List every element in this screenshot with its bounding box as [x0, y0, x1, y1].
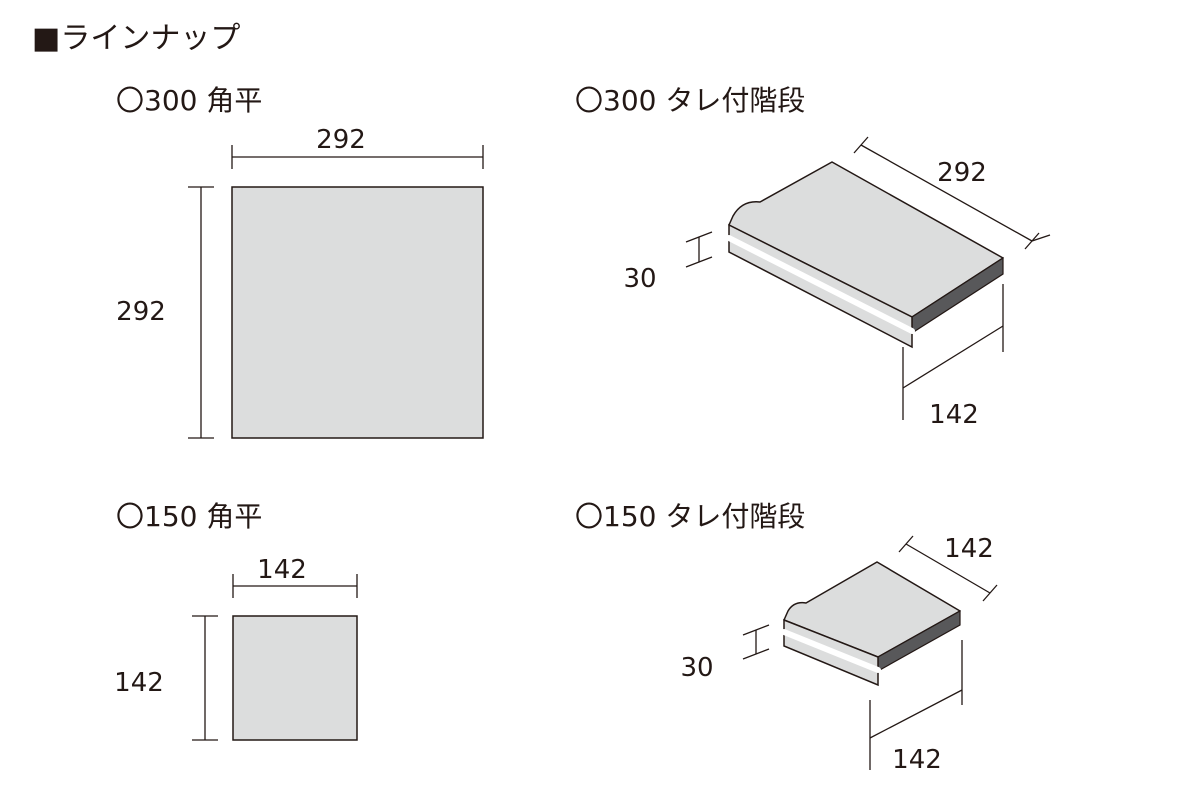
title-150-step: 〇150 タレ付階段 — [575, 500, 806, 533]
dim-300-step-length: 292 — [937, 158, 987, 188]
dim-150-step-length: 142 — [944, 534, 994, 564]
tile-150-step: 142 30 142 — [680, 534, 998, 775]
dim-300-flat-height: 292 — [116, 297, 166, 327]
tile-150-flat: 142 142 — [114, 555, 358, 741]
title-300-step: 〇300 タレ付階段 — [575, 84, 806, 117]
dim-150-flat-height: 142 — [114, 668, 164, 698]
dim-300-step-depth: 142 — [929, 400, 979, 430]
dim-150-step-thickness: 30 — [680, 653, 713, 683]
tile-300-flat: 292 292 — [116, 125, 484, 439]
tile-150-flat-face — [232, 615, 358, 741]
tile-300-step: 292 30 142 — [623, 136, 1051, 430]
dim-150-step-depth: 142 — [892, 745, 942, 775]
title-150-flat: 〇150 角平 — [116, 500, 263, 533]
dim-150-flat-width: 142 — [257, 555, 307, 585]
dim-300-step-thickness: 30 — [623, 264, 656, 294]
title-300-flat: 〇300 角平 — [116, 84, 263, 117]
tile-300-flat-face — [231, 186, 484, 439]
dim-300-flat-width: 292 — [316, 125, 366, 155]
lineup-heading: ■ラインナップ — [32, 21, 241, 56]
